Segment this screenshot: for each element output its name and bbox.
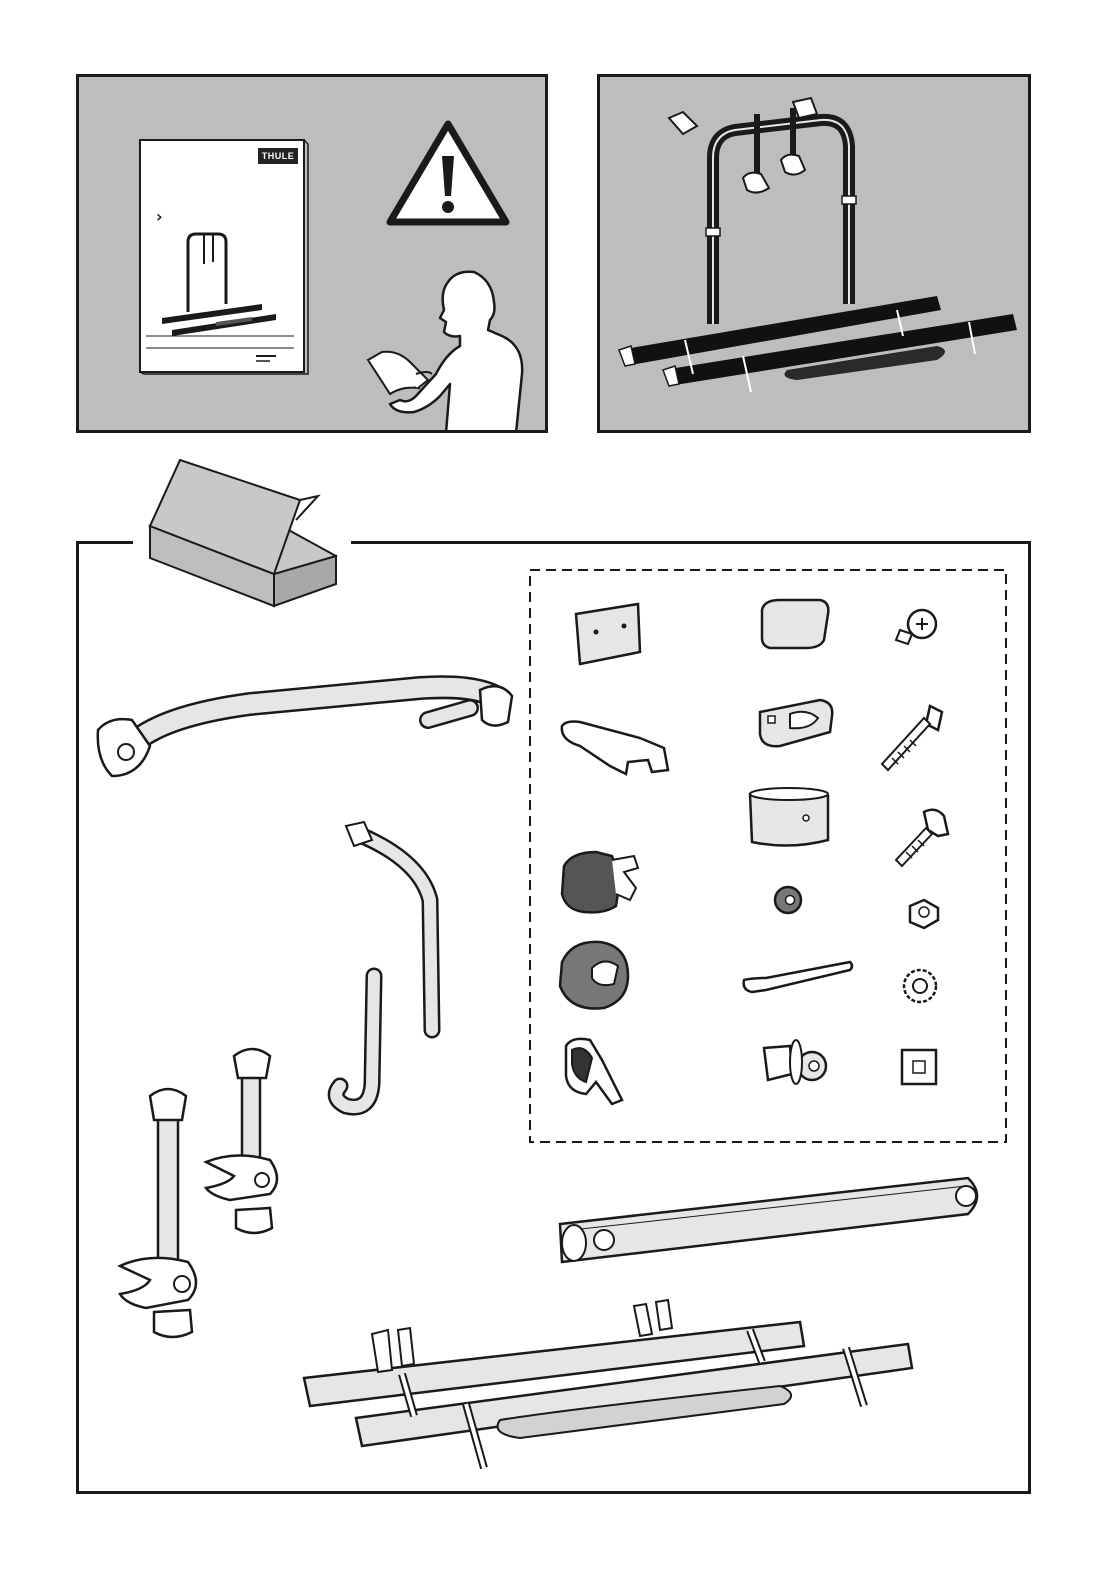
tube-clamp [760,700,832,746]
bike-holder-arm-short [206,1049,277,1233]
screw-with-anchor [764,1040,826,1084]
end-cap [762,600,828,648]
strap-end-cap [562,852,638,912]
carriage-bolt [896,810,948,866]
square-washer [902,1050,936,1084]
upper-frame-arm [98,686,512,776]
wheel-rail-assembly [304,1300,912,1468]
wheel-strap [566,1039,622,1104]
short-hooked-tube [336,976,374,1107]
washer [775,887,801,913]
hex-key [744,962,852,992]
hex-nut [910,900,938,928]
mounting-plate [576,604,640,664]
upright-tube [346,822,432,1030]
pan-head-screw [896,610,936,644]
tube-sleeve [750,788,828,846]
allen-bolt [882,706,942,770]
wheel-rail-clip [562,722,668,775]
lock-washer [904,970,936,1002]
bike-holder-arm-long [120,1089,196,1337]
half-round-spacer [560,942,628,1009]
open-box-icon [150,460,336,606]
support-beam [560,1178,977,1262]
